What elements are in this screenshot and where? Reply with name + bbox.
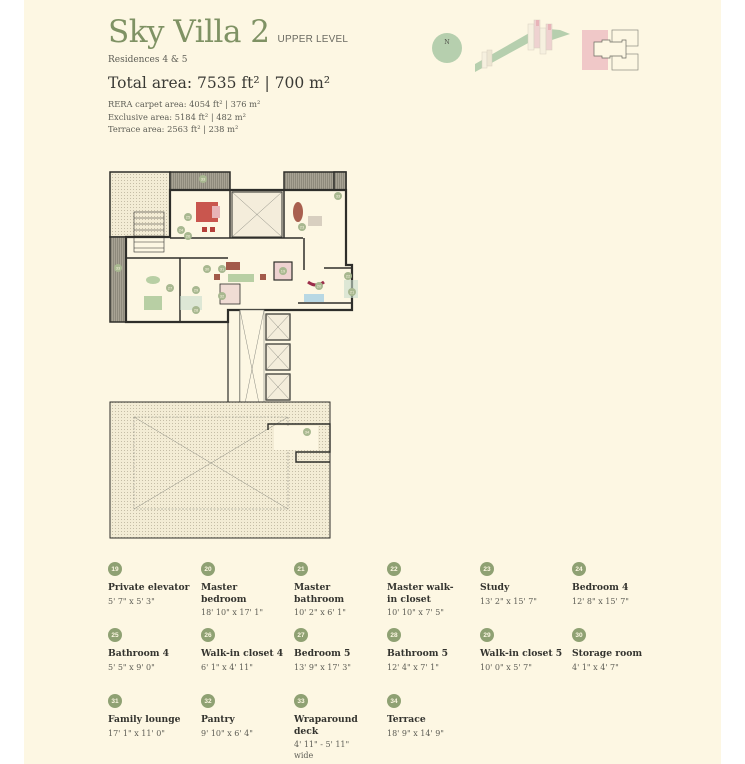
room-number-badge: 29	[480, 628, 494, 642]
compass-icon: N	[432, 33, 462, 63]
legend-item-bathroom-5: 28 Bathroom 5 12' 4" x 7' 1"	[387, 628, 479, 673]
room-size: 12' 8" x 15' 7"	[572, 596, 629, 606]
legend-item-master-bedroom: 20 Master bedroom 18' 10" x 17' 1"	[201, 562, 271, 618]
room-number-badge: 28	[387, 628, 401, 642]
room-number-badge: 26	[201, 628, 215, 642]
room-size: 10' 10" x 7' 5"	[387, 608, 444, 617]
room-number-badge: 19	[108, 562, 122, 576]
svg-text:34: 34	[305, 430, 310, 435]
room-number-badge: 24	[572, 562, 586, 576]
legend-item-family-lounge: 31 Family lounge 17' 1" x 11' 0"	[108, 694, 200, 739]
room-size: 10' 2" x 6' 1"	[294, 608, 346, 617]
svg-text:30: 30	[205, 267, 210, 272]
legend-item-master-walk-in-closet: 22 Master walk-in closet 10' 10" x 7' 5"	[387, 562, 457, 618]
total-area: Total area: 7535 ft² | 700 m²	[108, 74, 331, 92]
svg-text:33: 33	[116, 266, 121, 271]
page-title: Sky Villa 2	[108, 14, 270, 50]
room-size: 5' 5" x 9' 0"	[108, 662, 155, 672]
terrace-area: Terrace area: 2563 ft² | 238 m²	[108, 124, 239, 135]
room-name: Terrace	[387, 714, 426, 725]
legend-item-private-elevator: 19 Private elevator 5' 7" x 5' 3"	[108, 562, 200, 607]
legend-item-storage-room: 30 Storage room 4' 1" x 4' 7"	[572, 628, 664, 673]
svg-text:19: 19	[281, 269, 286, 274]
room-number-badge: 22	[387, 562, 401, 576]
svg-text:33: 33	[336, 194, 341, 199]
legend-item-study: 23 Study 13' 2" x 15' 7"	[480, 562, 572, 607]
room-size: 6' 1" x 4' 11"	[201, 662, 253, 672]
title-row: Sky Villa 2 UPPER LEVEL	[108, 14, 348, 50]
svg-text:31: 31	[220, 267, 225, 272]
room-size: 17' 1" x 11' 0"	[108, 728, 165, 738]
room-number-badge: 25	[108, 628, 122, 642]
svg-text:20: 20	[317, 284, 322, 289]
room-number-badge: 30	[572, 628, 586, 642]
legend-item-wraparound-deck: 33 Wraparound deck 4' 11" - 5' 11" wide	[294, 694, 366, 761]
compass-north-label: N	[444, 39, 450, 46]
keyplan-icon	[582, 29, 639, 71]
room-size: 5' 7" x 5' 3"	[108, 596, 155, 606]
exclusive-area: Exclusive area: 5184 ft² | 482 m²	[108, 111, 246, 122]
room-number-badge: 27	[294, 628, 308, 642]
svg-text:28: 28	[194, 308, 199, 313]
room-number-badge: 23	[480, 562, 494, 576]
room-number-badge: 20	[201, 562, 215, 576]
svg-text:22: 22	[346, 274, 351, 279]
svg-text:33: 33	[201, 177, 206, 182]
svg-text:26: 26	[186, 234, 191, 239]
rera-area: RERA carpet area: 4054 ft² | 376 m²	[108, 99, 261, 109]
room-size: 12' 4" x 7' 1"	[387, 662, 439, 672]
room-name: Study	[480, 582, 510, 593]
room-name: Master bedroom	[201, 582, 247, 605]
room-number-badge: 34	[387, 694, 401, 708]
legend-item-bedroom-4: 24 Bedroom 4 12' 8" x 15' 7"	[572, 562, 664, 607]
legend-item-pantry: 32 Pantry 9' 10" x 6' 4"	[201, 694, 293, 739]
room-number-badge: 33	[294, 694, 308, 708]
brochure-page	[24, 0, 721, 764]
room-number-badge: 32	[201, 694, 215, 708]
svg-text:24: 24	[179, 228, 184, 233]
room-size: 13' 9" x 17' 3"	[294, 662, 351, 672]
room-size: 18' 9" x 14' 9"	[387, 728, 444, 738]
svg-text:27: 27	[168, 286, 173, 291]
room-name: Wraparound deck	[294, 714, 358, 737]
legend-item-terrace: 34 Terrace 18' 9" x 14' 9"	[387, 694, 479, 739]
room-number-badge: 21	[294, 562, 308, 576]
legend-item-bathroom-4: 25 Bathroom 4 5' 5" x 9' 0"	[108, 628, 200, 673]
svg-text:25: 25	[186, 215, 191, 220]
room-size: 9' 10" x 6' 4"	[201, 728, 253, 738]
legend-item-master-bathroom: 21 Master bathroom 10' 2" x 6' 1"	[294, 562, 364, 618]
room-name: Master bathroom	[294, 582, 345, 605]
svg-text:23: 23	[300, 225, 305, 230]
legend-item-walk-in-closet-5: 29 Walk-in closet 5 10' 0" x 5' 7"	[480, 628, 572, 673]
room-name: Family lounge	[108, 714, 181, 725]
room-name: Storage room	[572, 648, 643, 659]
room-name: Master walk-in closet	[387, 582, 454, 605]
room-size: 13' 2" x 15' 7"	[480, 596, 537, 606]
legend-item-bedroom-5: 27 Bedroom 5 13' 9" x 17' 3"	[294, 628, 386, 673]
legend-item-walk-in-closet-4: 26 Walk-in closet 4 6' 1" x 4' 11"	[201, 628, 293, 673]
room-name: Private elevator	[108, 582, 190, 593]
residences-label: Residences 4 & 5	[108, 55, 188, 65]
svg-text:21: 21	[350, 290, 355, 295]
room-size: 10' 0" x 5' 7"	[480, 662, 532, 672]
svg-text:32: 32	[220, 294, 225, 299]
room-name: Walk-in closet 5	[480, 648, 563, 659]
svg-text:29: 29	[194, 288, 199, 293]
floor-plan: 33 33 33 24 25 26 23 27 29 28 30 31 32 1…	[109, 171, 358, 539]
site-isometric-icon	[475, 19, 570, 72]
room-name: Bedroom 5	[294, 648, 351, 659]
room-name: Walk-in closet 4	[201, 648, 284, 659]
room-size: 4' 1" x 4' 7"	[572, 662, 619, 672]
room-size: 18' 10" x 17' 1"	[201, 608, 264, 617]
room-name: Bathroom 4	[108, 648, 170, 659]
room-name: Pantry	[201, 714, 235, 725]
room-size: 4' 11" - 5' 11" wide	[294, 740, 350, 760]
level-label: UPPER LEVEL	[277, 34, 349, 45]
area-breakdown: RERA carpet area: 4054 ft² | 376 m² Excl…	[108, 98, 260, 136]
room-number-badge: 31	[108, 694, 122, 708]
room-name: Bedroom 4	[572, 582, 629, 593]
room-name: Bathroom 5	[387, 648, 449, 659]
